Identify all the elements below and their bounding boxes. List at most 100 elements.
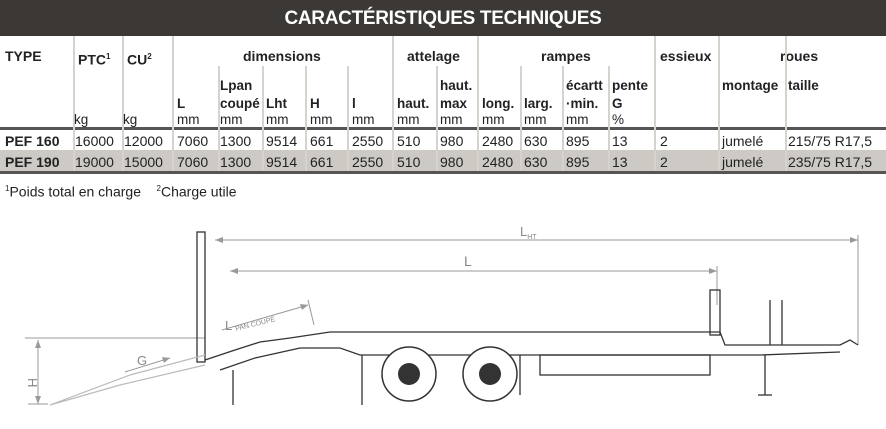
wheels	[381, 346, 518, 402]
header-ptc: PTC1	[78, 51, 111, 68]
table-cell: 1300	[220, 154, 252, 170]
subheader-unit: mm	[310, 112, 333, 127]
subheader-line2: écartt	[566, 78, 603, 93]
subheader-line2: montage	[722, 78, 779, 93]
row-type: PEF 160	[5, 133, 60, 149]
g-arrow	[124, 357, 171, 373]
table-cell: 2550	[352, 133, 384, 149]
trailer-diagram: LHT L L PAN COUPÉ G H	[25, 224, 859, 406]
row-type: PEF 190	[5, 154, 60, 170]
table-cell: 19000	[75, 154, 114, 170]
table-cell: 235/75 R17,5	[788, 154, 873, 170]
header-roues: roues	[780, 48, 819, 64]
column-divider	[305, 66, 307, 171]
subheader-line3: H	[310, 96, 320, 111]
subheader-line3: max	[440, 96, 468, 111]
column-divider	[262, 66, 264, 171]
table-cell: 2550	[352, 154, 384, 170]
label-lpan: L	[225, 318, 232, 333]
lpan-dimension-line	[221, 304, 309, 331]
header-essieux: essieux	[660, 48, 712, 64]
label-pan-coupe: PAN COUPÉ	[234, 314, 276, 333]
table-cell: 13	[612, 133, 628, 149]
subheader-line2: pente	[612, 78, 649, 93]
table-cell: 2480	[482, 154, 514, 170]
label-g: G	[137, 353, 147, 368]
table-cell: 630	[524, 154, 548, 170]
header-rule	[0, 127, 886, 130]
ramp-lowered	[49, 354, 206, 406]
subheader-line3: L	[177, 96, 186, 111]
table-cell: jumelé	[722, 133, 764, 149]
table-cell: 2480	[482, 133, 514, 149]
column-divider	[218, 66, 220, 171]
column-divider	[654, 36, 656, 171]
row-highlight	[0, 150, 886, 171]
table-cell: 895	[566, 133, 590, 149]
table-cell: 661	[310, 154, 334, 170]
header-rampes: rampes	[541, 48, 591, 64]
table-cell: 630	[524, 133, 548, 149]
table-cell: 215/75 R17,5	[788, 133, 873, 149]
table-cell: 980	[440, 133, 464, 149]
table-cell: 895	[566, 154, 590, 170]
subheader-line3: larg.	[524, 96, 553, 111]
subheader-unit: mm	[266, 112, 289, 127]
table-cell: 510	[397, 133, 421, 149]
label-lht: LHT	[520, 224, 537, 241]
label-l: L	[464, 253, 472, 269]
column-divider	[347, 66, 349, 171]
subheader-unit: mm	[397, 112, 420, 127]
subheader-line3: coupé	[220, 96, 260, 111]
column-divider	[718, 36, 720, 171]
table-cell: 13	[612, 154, 628, 170]
subheader-unit: kg	[123, 112, 138, 127]
table-cell: 9514	[266, 154, 298, 170]
header-attelage: attelage	[407, 48, 460, 64]
table-cell: 12000	[124, 133, 163, 149]
header-cu: CU2	[127, 51, 152, 68]
subheader-unit: mm	[220, 112, 243, 127]
footnotes: 1Poids total en charge 2Charge utile	[5, 183, 237, 200]
subheader-unit: mm	[524, 112, 547, 127]
subheader-unit: mm	[440, 112, 463, 127]
label-h: H	[25, 378, 40, 387]
subheader-unit: kg	[74, 112, 89, 127]
table-cell: 661	[310, 133, 334, 149]
column-divider	[392, 36, 394, 171]
subheader-line3: l	[352, 96, 356, 111]
subheader-unit: mm	[566, 112, 589, 127]
table-cell: 15000	[124, 154, 163, 170]
trailer-outline	[196, 231, 859, 405]
column-divider	[520, 66, 522, 171]
subheader-line2: Lpan	[220, 78, 253, 93]
column-divider	[785, 36, 787, 171]
subheader-line3: ·min.	[566, 96, 599, 111]
subheader-line2: haut.	[440, 78, 473, 93]
subheader-unit: %	[612, 112, 625, 127]
table-cell: 9514	[266, 133, 298, 149]
column-divider	[122, 36, 124, 171]
table-cell: 7060	[177, 154, 209, 170]
subheader-unit: mm	[177, 112, 200, 127]
subheader-line3: Lht	[266, 96, 287, 111]
bottom-rule	[0, 171, 886, 174]
subheader-unit: mm	[482, 112, 505, 127]
table-cell: 2	[660, 133, 668, 149]
subheader-unit: mm	[352, 112, 375, 127]
table-cell: 510	[397, 154, 421, 170]
table-cell: jumelé	[722, 154, 764, 170]
column-divider	[436, 66, 438, 171]
column-divider	[608, 66, 610, 171]
column-divider	[477, 36, 479, 171]
table-title: CARACTÉRISTIQUES TECHNIQUES	[0, 0, 886, 36]
table-cell: 1300	[220, 133, 252, 149]
subheader-line3: long.	[482, 96, 515, 111]
column-divider	[562, 66, 564, 171]
subheader-line3: G	[612, 96, 623, 111]
header-dimensions: dimensions	[243, 48, 321, 64]
header-type: TYPE	[5, 48, 42, 64]
column-divider	[172, 36, 174, 171]
subheader-line2: taille	[788, 78, 819, 93]
subheader-line3: haut.	[397, 96, 430, 111]
